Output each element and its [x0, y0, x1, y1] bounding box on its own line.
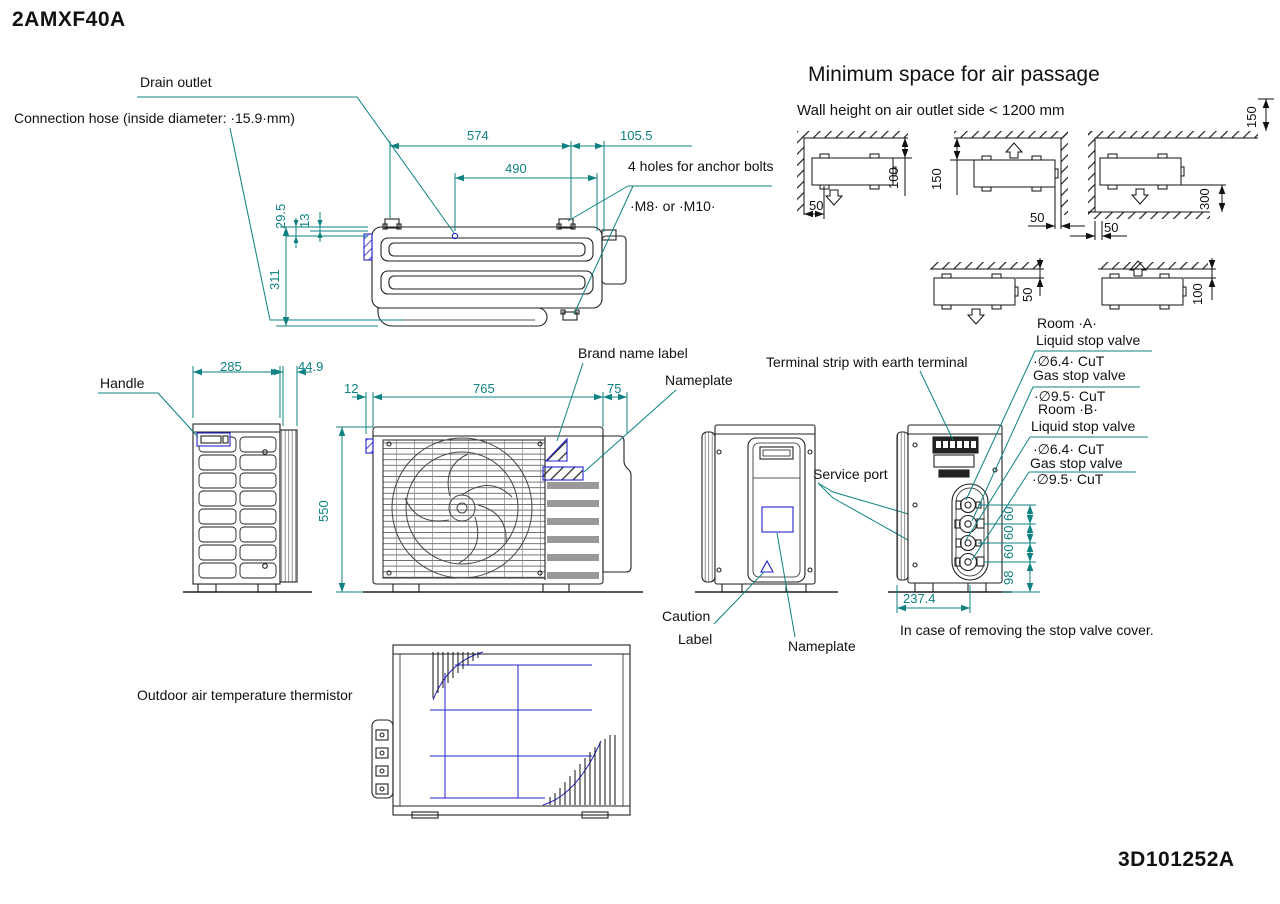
- pipe-bracket: [371, 719, 394, 799]
- front-view-drawing: [336, 362, 677, 593]
- side-view-drawing: [98, 366, 312, 593]
- dim-44-9: 44.9: [298, 359, 324, 374]
- dim-60-a: 60: [1001, 506, 1016, 521]
- pipe-cover-bump: [602, 435, 632, 573]
- drain-plug-mark: [365, 438, 374, 454]
- room-b-label: Room ·B·: [1038, 401, 1098, 417]
- caution-triangle: [760, 559, 774, 573]
- dim-311: 311: [267, 269, 282, 290]
- nameplate-back-leader: [776, 532, 796, 638]
- terminal-strip: [932, 436, 979, 478]
- back-view-drawing: [695, 424, 954, 638]
- dim-29-5: 29.5: [273, 203, 288, 229]
- anchor-bolt-tab: [382, 218, 580, 321]
- handle-mark: [196, 432, 231, 447]
- gas-valve-a-size: ·∅9.5· CuT: [1034, 388, 1106, 404]
- brand-label-leader: [556, 362, 584, 442]
- dim-237-4: 237.4: [903, 591, 936, 606]
- dim-12: 12: [344, 381, 359, 396]
- ap-d1-50: 50: [809, 198, 824, 213]
- caution-leader: [713, 571, 765, 625]
- side-louvers: [547, 482, 599, 579]
- drain-outlet-leader: [137, 96, 455, 234]
- brand-name-label: Brand name label: [578, 345, 688, 361]
- bottom-view-drawing: [371, 644, 631, 819]
- caution-label-line1: Caution: [662, 608, 711, 624]
- dim-550: 550: [316, 500, 331, 522]
- terminal-strip-label: Terminal strip with earth terminal: [766, 354, 968, 370]
- terminal-strip-leader: [919, 370, 954, 441]
- anchor-holes-label: 4 holes for anchor bolts: [628, 158, 774, 174]
- drawing-number: 3D101252A: [1118, 848, 1235, 871]
- stop-valve-note: In case of removing the stop valve cover…: [900, 622, 1154, 638]
- ap-d2-50: 50: [1030, 210, 1045, 225]
- gas-valve-b-label: Gas stop valve: [1030, 455, 1123, 471]
- nameplate-leader: [583, 389, 677, 473]
- ap-d5-100: 100: [1190, 283, 1205, 305]
- fan: [391, 437, 533, 579]
- gas-valve-a-label: Gas stop valve: [1033, 367, 1126, 383]
- liquid-valve-a-size: ·∅6.4· CuT: [1033, 353, 1105, 369]
- air-passage-title: Minimum space for air passage: [808, 63, 1100, 86]
- nameplate-label-bottom: Nameplate: [788, 638, 856, 654]
- top-view-drawing: [137, 96, 772, 327]
- valve-view-drawing: [888, 350, 1152, 613]
- thermistor-label: Outdoor air temperature thermistor: [137, 687, 353, 703]
- connection-hose-leader: [229, 127, 403, 321]
- handle-leader: [98, 392, 199, 438]
- dim-75: 75: [607, 381, 622, 396]
- dim-60-b: 60: [1001, 525, 1016, 540]
- ap-d3-50: 50: [1104, 220, 1119, 235]
- air-passage-diagrams: [797, 98, 1274, 325]
- liquid-valve-a-label: Liquid stop valve: [1036, 332, 1141, 348]
- stop-valves: [951, 483, 989, 581]
- service-port-label: Service port: [813, 466, 888, 482]
- ap-d1-100: 100: [886, 167, 901, 189]
- handle-label: Handle: [100, 375, 145, 391]
- drain-outlet-point: [451, 232, 459, 240]
- liquid-valve-b-label: Liquid stop valve: [1031, 418, 1136, 434]
- fin-hatch-corners: [432, 652, 616, 805]
- air-passage-subtitle: Wall height on air outlet side < 1200 mm: [797, 102, 1065, 119]
- page-title: 2AMXF40A: [12, 8, 126, 31]
- room-a-label: Room ·A·: [1037, 315, 1097, 331]
- nameplate-back-mark: [761, 506, 794, 533]
- dim-105-5: 105.5: [620, 128, 653, 143]
- caution-label-line2: Label: [678, 631, 713, 647]
- drain-outlet-label: Drain outlet: [140, 74, 212, 90]
- dim-490: 490: [505, 161, 527, 176]
- nameplate-mark: [542, 466, 584, 481]
- gas-valve-b-size: ·∅9.5· CuT: [1032, 471, 1104, 487]
- connection-hose-label: Connection hose (inside diameter: ·15.9·…: [14, 110, 295, 126]
- brand-label-mark: [544, 437, 568, 462]
- ap-d3-150: 150: [1244, 106, 1259, 128]
- ap-d2-150: 150: [929, 168, 944, 190]
- dim-98: 98: [1001, 570, 1016, 585]
- connection-hose-mark: [363, 233, 373, 261]
- dim-60-c: 60: [1001, 544, 1016, 559]
- dim-574: 574: [467, 128, 489, 143]
- liquid-valve-b-size: ·∅6.4· CuT: [1033, 441, 1105, 457]
- ap-d4-50: 50: [1020, 287, 1035, 302]
- bolt-size-label: ·M8· or ·M10·: [630, 198, 716, 214]
- dim-285: 285: [220, 359, 242, 374]
- dim-13: 13: [297, 213, 312, 228]
- ap-d3-300: 300: [1197, 188, 1212, 210]
- nameplate-label-top: Nameplate: [665, 372, 733, 388]
- dim-765: 765: [473, 381, 495, 396]
